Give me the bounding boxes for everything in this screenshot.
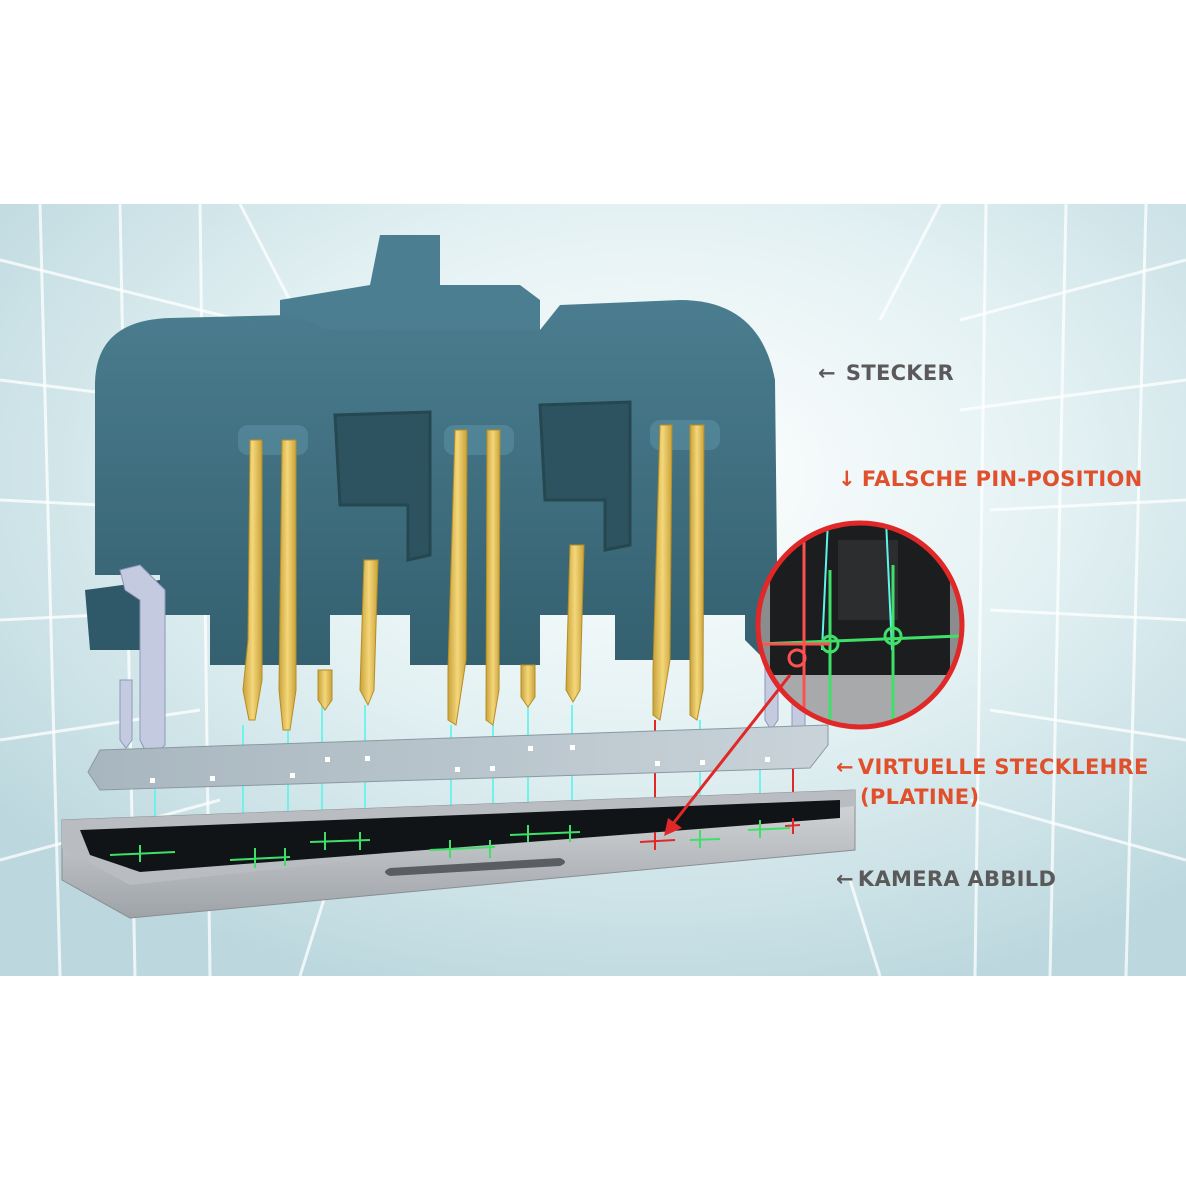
housing-body — [95, 300, 778, 665]
error-pin-marker — [787, 648, 807, 668]
label-stecker: ← STECKER — [818, 358, 954, 388]
label-virtuelle-stecklehre: ←VIRTUELLE STECKLEHRE (PLATINE) — [836, 752, 1149, 812]
connector-illustration — [0, 204, 1186, 976]
magnifier-zoom-circle — [755, 520, 965, 730]
label-kamera-abbild: ←KAMERA ABBILD — [836, 864, 1056, 894]
housing-top-latch — [280, 235, 540, 330]
housing-slots — [333, 400, 632, 562]
arrow-left-icon: ← — [836, 755, 854, 779]
label-virtuelle-stecklehre-line2: (PLATINE) — [860, 785, 980, 809]
label-stecker-text: STECKER — [845, 361, 955, 385]
label-virtuelle-stecklehre-line1: VIRTUELLE STECKLEHRE — [857, 755, 1149, 779]
arrow-left-icon: ← — [818, 361, 836, 385]
gold-pins — [242, 424, 705, 731]
label-kamera-abbild-text: KAMERA ABBILD — [857, 867, 1057, 891]
camera-image-tray — [61, 789, 856, 919]
arrow-left-icon: ← — [836, 867, 854, 891]
label-falsche-pin-position: ↓FALSCHE PIN-POSITION — [838, 464, 1143, 494]
error-pointer-arrow — [664, 674, 792, 836]
arrow-down-icon: ↓ — [838, 467, 856, 491]
virtual-plug-gauge — [87, 724, 829, 791]
label-falsche-pin-position-text: FALSCHE PIN-POSITION — [861, 467, 1143, 491]
